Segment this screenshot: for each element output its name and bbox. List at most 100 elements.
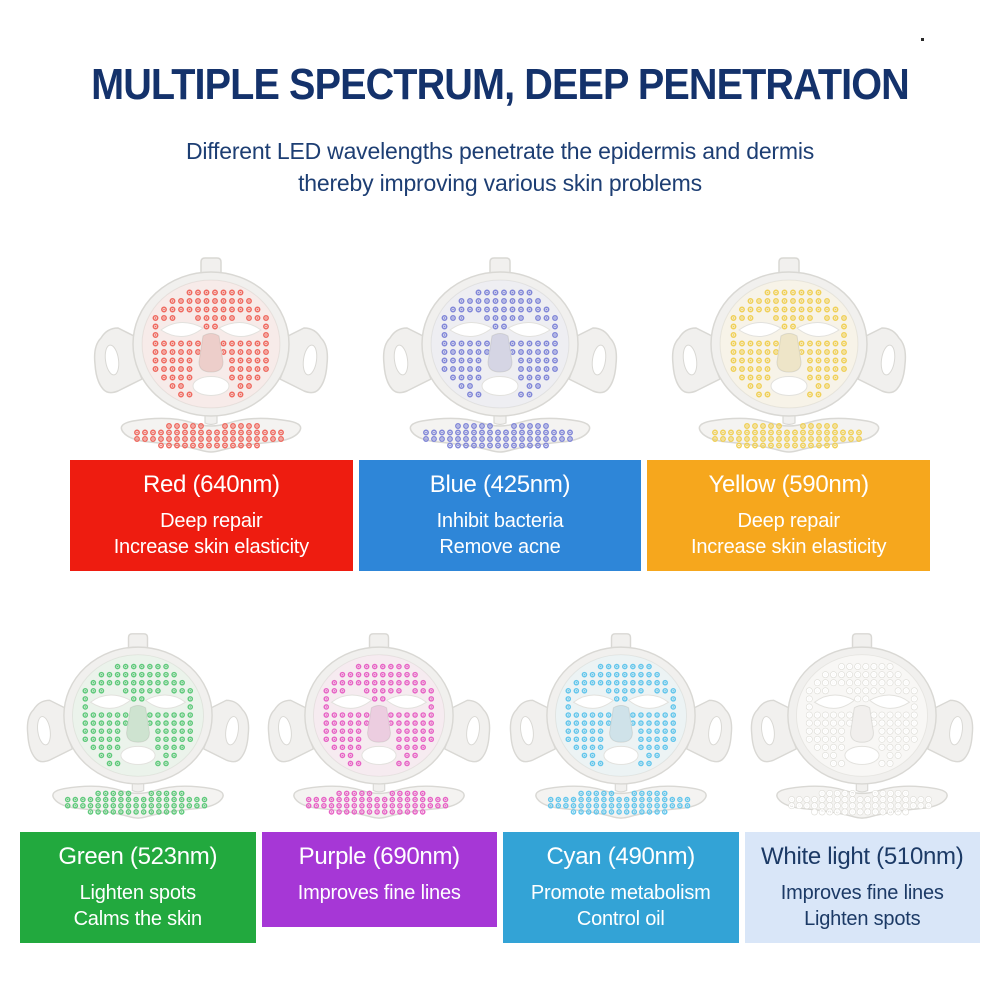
ear-strap-right bbox=[279, 327, 329, 394]
ear-strap-right bbox=[685, 699, 733, 763]
neck-piece bbox=[120, 414, 302, 453]
spectrum-benefit-line: Promote metabolism bbox=[530, 882, 711, 904]
spectrum-heading: Purple (690nm) bbox=[298, 843, 461, 870]
face-led-dots bbox=[806, 663, 918, 767]
eye-hole-right bbox=[385, 694, 428, 709]
ear-strap-left bbox=[750, 699, 798, 763]
eye-hole-right bbox=[507, 322, 551, 337]
neck-led-dots bbox=[64, 790, 208, 815]
led-mask-graphic bbox=[94, 257, 329, 453]
page-title: MULTIPLE SPECTRUM, DEEP PENETRATION bbox=[91, 60, 910, 109]
ear-strap-right bbox=[443, 699, 491, 763]
subtitle-line-2: thereby improving various skin problems bbox=[298, 169, 702, 196]
spectrum-heading: Green (523nm) bbox=[58, 843, 218, 870]
led-mask-graphic bbox=[26, 633, 250, 819]
spectrum-benefit-line: Remove acne bbox=[439, 536, 561, 559]
mask-image-purple bbox=[262, 630, 498, 820]
eye-hole-left bbox=[330, 694, 373, 709]
spectrum-benefit-line: Inhibit bacteria bbox=[436, 510, 564, 532]
mouth-hole bbox=[844, 745, 880, 765]
face-led-dots bbox=[730, 289, 847, 398]
neck-led-dots bbox=[134, 423, 285, 449]
spectrum-benefit-line: Increase skin elasticity bbox=[113, 536, 309, 559]
ear-strap-left bbox=[267, 699, 315, 763]
ear-strap-left bbox=[509, 699, 557, 763]
nose-piece bbox=[776, 333, 802, 373]
mask-image-blue bbox=[359, 254, 642, 454]
face-led-dots bbox=[565, 663, 676, 767]
eye-hole-left bbox=[813, 694, 856, 709]
neck-piece bbox=[409, 414, 591, 453]
spectrum-heading: White light (510nm) bbox=[761, 843, 964, 870]
eye-hole-left bbox=[89, 694, 132, 709]
mouth-hole bbox=[481, 376, 519, 396]
face-led-dots bbox=[82, 663, 193, 767]
subtitle: Different LED wavelengths penetrate the … bbox=[0, 136, 1000, 199]
eye-hole-left bbox=[160, 322, 205, 337]
neck-piece bbox=[534, 782, 707, 819]
mask-image-yellow bbox=[647, 254, 930, 454]
spectrum-benefit-line: Lighten spots bbox=[79, 882, 197, 904]
spectrum-heading: Cyan (490nm) bbox=[546, 843, 696, 870]
mask-image-cyan bbox=[503, 630, 739, 820]
ear-strap-right bbox=[856, 327, 906, 394]
ear-strap-left bbox=[94, 327, 144, 394]
mask-image-red bbox=[70, 254, 353, 454]
spectrum-benefit-line: Lighten spots bbox=[804, 908, 921, 931]
spectrum-benefit-line: Improves fine lines bbox=[297, 882, 461, 904]
neck-led-dots bbox=[788, 789, 933, 816]
ear-strap-right bbox=[926, 699, 974, 763]
mouth-hole bbox=[192, 376, 230, 396]
led-mask-graphic bbox=[509, 633, 733, 819]
neck-led-dots bbox=[547, 790, 691, 815]
neck-led-dots bbox=[423, 423, 573, 449]
led-mask-graphic bbox=[671, 257, 906, 453]
eye-hole-left bbox=[737, 322, 782, 337]
spectrum-heading: Yellow (590nm) bbox=[708, 471, 870, 498]
mouth-hole bbox=[603, 745, 639, 765]
spectrum-heading: Red (640nm) bbox=[142, 471, 280, 498]
nose-piece bbox=[850, 705, 875, 743]
spectrum-benefit-line: Improves fine lines bbox=[780, 882, 944, 904]
eye-hole-left bbox=[572, 694, 615, 709]
eye-hole-right bbox=[144, 694, 187, 709]
led-mask-graphic bbox=[750, 633, 974, 819]
ear-strap-left bbox=[26, 699, 74, 763]
led-mask-graphic bbox=[267, 633, 491, 819]
mask-image-green bbox=[20, 630, 256, 820]
spectrum-benefit-line: Increase skin elasticity bbox=[691, 536, 887, 559]
eye-hole-right bbox=[627, 694, 670, 709]
spectrum-card-purple: Purple (690nm) Improves fine lines bbox=[261, 630, 498, 943]
mask-image-white bbox=[745, 630, 981, 820]
spectrum-benefit-line: Deep repair bbox=[737, 510, 841, 532]
nose-piece bbox=[125, 705, 150, 743]
nose-piece bbox=[487, 333, 513, 373]
led-mask-graphic bbox=[382, 257, 618, 453]
neck-piece bbox=[293, 782, 466, 819]
speck bbox=[921, 38, 924, 41]
subtitle-line-1: Different LED wavelengths penetrate the … bbox=[185, 138, 815, 164]
mouth-hole bbox=[361, 745, 397, 765]
spectrum-benefit-line: Deep repair bbox=[160, 510, 263, 532]
ear-strap-left bbox=[671, 327, 721, 394]
face-led-dots bbox=[152, 289, 270, 398]
mouth-hole bbox=[770, 376, 808, 396]
ear-strap-left bbox=[382, 327, 432, 394]
spectrum-label-purple: Purple (690nm) Improves fine lines bbox=[261, 832, 497, 927]
eye-hole-right bbox=[868, 694, 911, 709]
spectrum-benefit-line: Control oil bbox=[576, 908, 665, 931]
